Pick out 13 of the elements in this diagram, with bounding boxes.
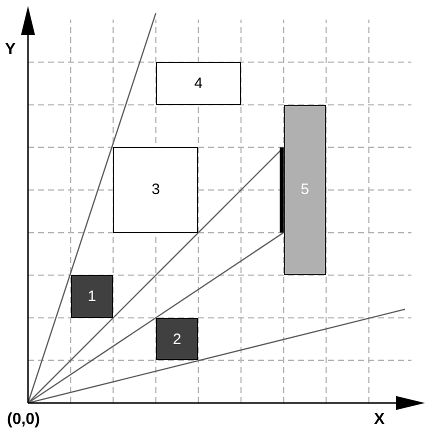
rectangle (156, 318, 198, 360)
rectangle-number: 2 (172, 332, 182, 347)
rectangle-number: 1 (88, 288, 96, 304)
rectangle (113, 147, 198, 233)
rectangle (156, 62, 241, 105)
rectangle-number: 5 (300, 182, 310, 198)
axis-label: Y (5, 42, 16, 58)
axis-label: X (374, 412, 385, 428)
rectangle (70, 275, 114, 318)
rectangle (284, 104, 326, 276)
rectangle-number: 4 (194, 76, 203, 91)
origin-label: (0,0) (7, 412, 40, 428)
rectangle-number: 3 (152, 182, 160, 198)
